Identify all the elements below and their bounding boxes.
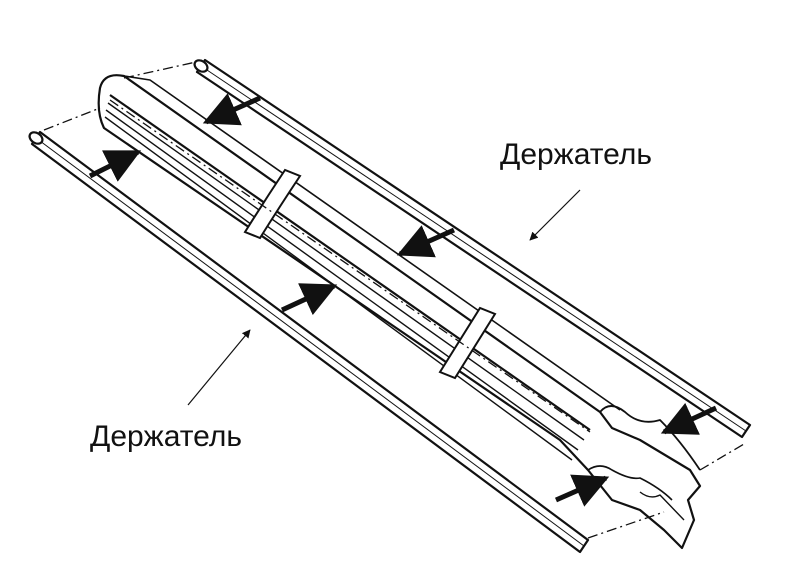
arrow-2: [88, 149, 142, 182]
arrow-4: [280, 283, 338, 316]
break-marks: [243, 168, 497, 380]
holder-label-bottom: Держатель: [90, 420, 243, 453]
arrow-1: [202, 93, 262, 126]
holder-label-top: Держатель: [500, 138, 653, 171]
leader-lines: [187, 189, 581, 406]
holder-rod-top: [193, 58, 752, 439]
arrow-6: [554, 474, 610, 507]
arrow-3: [396, 225, 456, 258]
assembly-arrows: [88, 93, 718, 507]
arrow-5: [660, 402, 718, 435]
alignment-lines: [43, 61, 745, 539]
wiper-rubber-blade: [97, 74, 702, 550]
holder-rod-bottom: [28, 130, 590, 554]
